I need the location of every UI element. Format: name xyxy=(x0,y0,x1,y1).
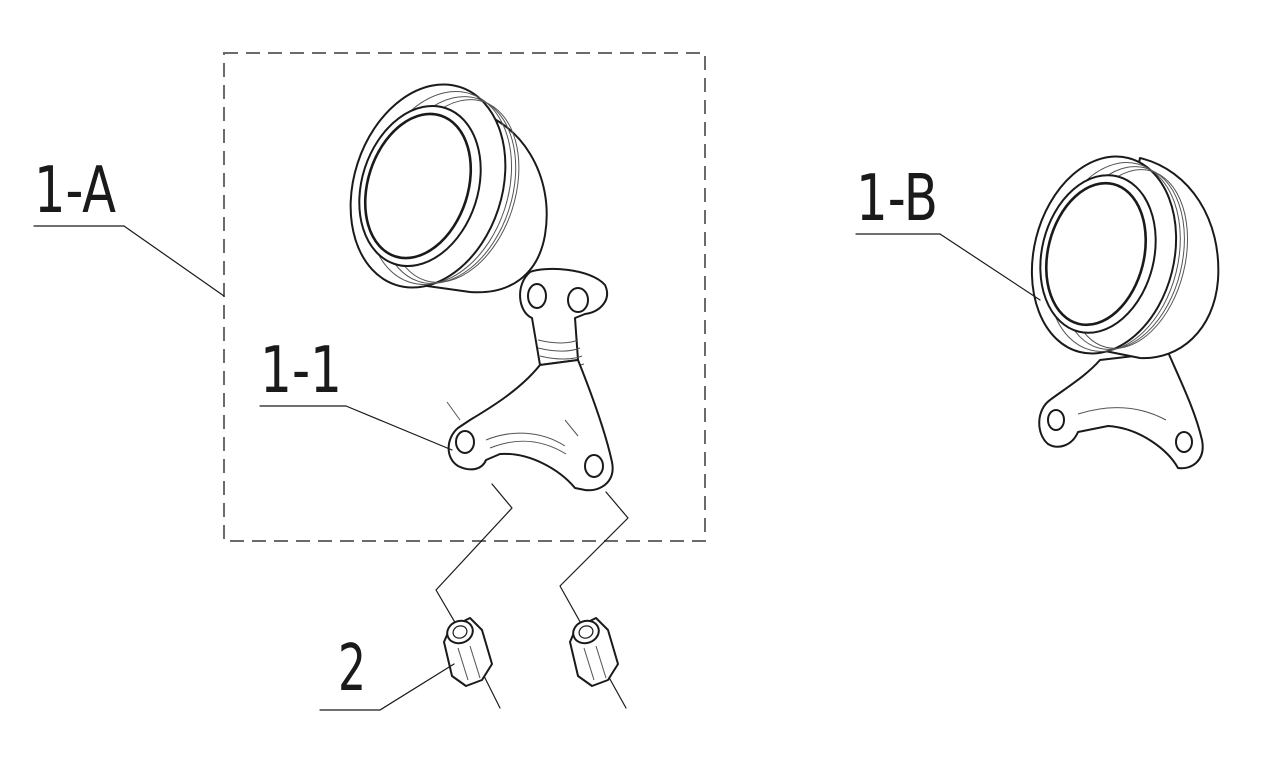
label-1-1-leader xyxy=(345,405,453,451)
meter-assembly-b xyxy=(1030,155,1220,470)
label-1-1-text: 1-1 xyxy=(260,334,342,408)
bracket-1-1 xyxy=(446,267,614,492)
meter-housing-a xyxy=(349,83,548,294)
label-1-b-text: 1-B xyxy=(856,162,938,236)
assembly-a-dashed-box xyxy=(223,52,706,542)
label-1-a-text: 1-A xyxy=(34,154,116,228)
label-2-text: 2 xyxy=(338,632,366,706)
label-1-a: 1-A xyxy=(33,154,225,297)
label-1-b-leader xyxy=(939,233,1041,301)
label-2-leader xyxy=(379,663,455,711)
nut-2-right xyxy=(569,617,619,687)
label-1-a-leader xyxy=(123,225,225,297)
label-1-1: 1-1 xyxy=(259,334,453,451)
label-1-b: 1-B xyxy=(855,162,1041,301)
label-2: 2 xyxy=(319,632,455,711)
nut-2-left xyxy=(443,617,493,687)
